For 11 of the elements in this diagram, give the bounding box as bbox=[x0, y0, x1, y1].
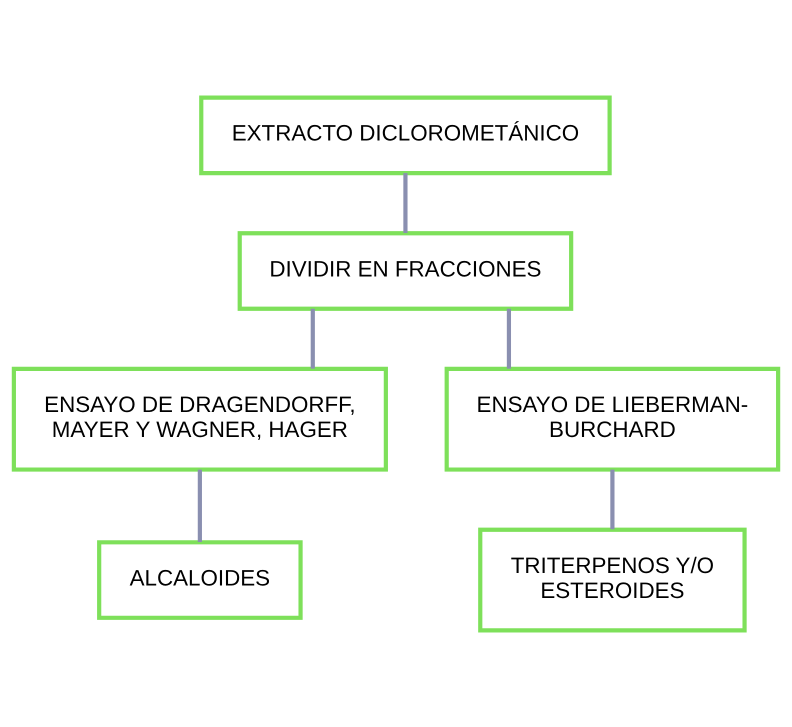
node-box: EXTRACTO DICLOROMETÁNICO bbox=[199, 95, 612, 175]
node-box: ALCALOIDES bbox=[97, 540, 303, 620]
connector bbox=[403, 172, 408, 232]
connector bbox=[506, 308, 512, 368]
node-box: TRITERPENOS Y/O ESTEROIDES bbox=[478, 527, 747, 632]
connector bbox=[310, 308, 315, 368]
node-box: ENSAYO DE DRAGENDORFF, MAYER Y WAGNER, HAGER bbox=[12, 366, 388, 472]
connector bbox=[610, 469, 614, 529]
connector bbox=[198, 469, 202, 542]
node-box: DIVIDIR EN FRACCIONES bbox=[238, 230, 574, 310]
node-box: ENSAYO DE LIEBERMAN- BURCHARD bbox=[444, 366, 780, 472]
